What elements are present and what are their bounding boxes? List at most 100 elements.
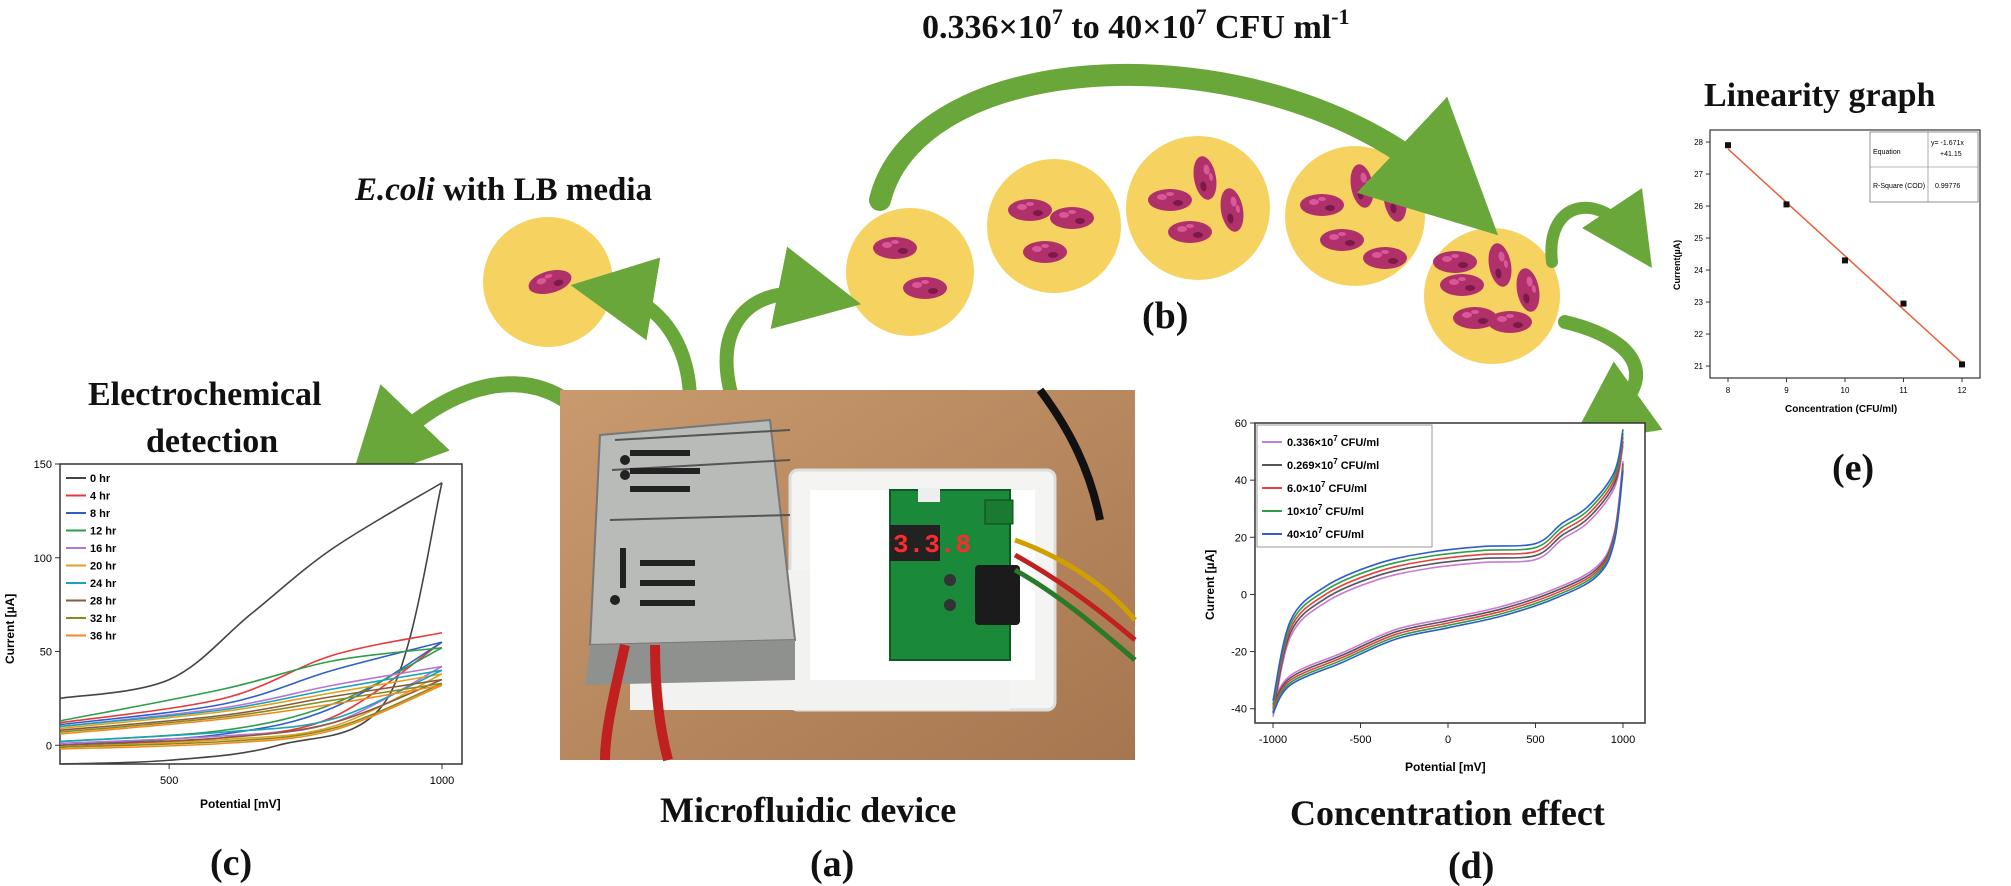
data-point [1900,300,1907,307]
c-ytick-label: 0 [46,740,52,752]
d-xtick-label: -1000 [1259,734,1287,746]
series-d-1-lower [1272,463,1624,707]
series-c-0-lower [59,482,443,765]
wires [600,537,1137,762]
d-legend-label: 6.0×107 CFU/ml [1287,480,1367,495]
microfluidic-device-photo: 3.3.8 [560,387,1137,762]
fit-line [1727,148,1963,364]
c-legend-label: 36 hr [90,631,117,643]
series-c-1-upper [59,631,443,724]
c-xtick-label: 1000 [430,775,454,787]
c-xtick-label: 500 [160,775,178,787]
d-xtick-label: 500 [1526,734,1544,746]
c-ytick-label: 50 [40,647,52,659]
chart-e-xlabel: Concentration (CFU/ml) [1785,404,1897,415]
c-legend-label: 20 hr [90,561,117,573]
chart-c-ylabel: Current [µA] [3,594,17,664]
device-label: Microfluidic device [660,790,956,830]
c-legend-label: 24 hr [90,578,117,590]
fit-equation-value-2: +41.15 [1940,151,1962,158]
e-xtick-label: 12 [1958,386,1967,395]
series-d-0-upper [1272,445,1624,717]
chart-cv-time: 0 50 100 150 500 1000 0 hr 4 hr 8 hr 12 hr 16 hr 2… [3,459,463,811]
series-c-7-lower [59,678,443,747]
d-legend-label: 0.269×107 CFU/ml [1287,457,1379,472]
data-point [1959,361,1965,368]
label-b: (b) [1142,295,1188,337]
e-ytick-label: 26 [1694,202,1703,211]
arrow-to-concentration [1558,315,1663,445]
series-d-0-lower [1272,460,1624,705]
culture-circle-5 [1424,228,1560,364]
d-legend-label: 10×107 CFU/ml [1287,503,1364,518]
chart-c-legend [62,466,130,651]
fit-equation-value-1: y= -1.671x [1931,140,1964,147]
e-xtick-label: 9 [1784,386,1789,395]
d-ytick-label: 20 [1235,532,1247,544]
series-d-3-upper [1272,433,1624,705]
arrow-culture-growth [869,64,1499,236]
chip-stack [585,418,797,685]
d-xtick-label: 1000 [1611,734,1635,746]
chart-d-ylabel: Current [µA] [1203,550,1217,620]
d-ytick-label: -40 [1231,704,1247,716]
chart-d-legend [1256,424,1433,548]
e-xtick-label: 10 [1841,386,1850,395]
d-ytick-label: 0 [1241,589,1247,601]
d-ytick-label: -20 [1231,647,1247,659]
d-ytick-label: 60 [1235,418,1247,430]
e-ytick-label: 22 [1694,330,1703,339]
c-legend-label: 28 hr [90,596,117,608]
series-d-4-lower [1272,470,1624,714]
electrochem-label-2: detection [146,423,278,460]
series-d-1-upper [1272,441,1624,713]
series-c-3-upper [59,646,443,722]
series-d-2-upper [1272,437,1624,709]
temperature-display: 3.3.8 [893,530,971,560]
label-a: (a) [810,843,854,885]
c-ytick-label: 150 [34,459,52,471]
e-ytick-label: 27 [1694,170,1703,179]
series-c-9-upper [59,684,443,735]
e-ytick-label: 25 [1694,234,1703,243]
data-point [1842,257,1848,264]
c-legend-label: 16 hr [90,543,117,555]
d-legend-label: 0.336×107 CFU/ml [1287,434,1379,449]
fit-r2-value: 0.99776 [1935,183,1960,190]
series-c-7-upper [59,678,443,732]
fit-table: Equation y= -1.671x +41.15 R-Square (COD… [1869,131,1979,203]
data-point [1725,142,1731,149]
ecoli-label: E.coli with LB media [354,172,652,208]
chart-c-xlabel: Potential [mV] [200,797,281,811]
arrow-to-linearity [1545,188,1652,268]
series-c-0-upper [59,482,443,700]
series-c-9-lower [59,684,443,750]
range-title: 0.336×107 to 40×107 CFU ml-1 [922,4,1350,46]
c-ytick-label: 100 [34,553,52,565]
e-ytick-label: 24 [1694,266,1703,275]
series-c-8-upper [59,682,443,733]
e-ytick-label: 28 [1694,138,1703,147]
label-e: (e) [1832,447,1874,489]
series-d-4-upper [1272,429,1624,701]
c-legend-label: 12 hr [90,526,117,538]
c-legend-label: 0 hr [90,473,111,485]
label-d: (d) [1448,845,1494,886]
concentration-label: Concentration effect [1290,793,1605,833]
d-legend-label: 40×107 CFU/ml [1287,526,1364,541]
series-c-6-upper [59,669,443,728]
series-c-6-lower [59,669,443,743]
series-c-2-upper [59,641,443,726]
c-legend-label: 8 hr [90,508,111,520]
ecoli-culture-circle [483,217,613,347]
e-xtick-label: 11 [1899,386,1908,395]
c-legend-label: 4 hr [90,491,111,503]
fit-r2-label: R-Square (COD) [1873,183,1925,190]
culture-circle-3 [1126,136,1270,280]
e-xtick-label: 8 [1726,386,1731,395]
chart-d-xlabel: Potential [mV] [1405,760,1486,774]
e-ytick-label: 21 [1694,362,1703,371]
data-point [1783,201,1790,208]
